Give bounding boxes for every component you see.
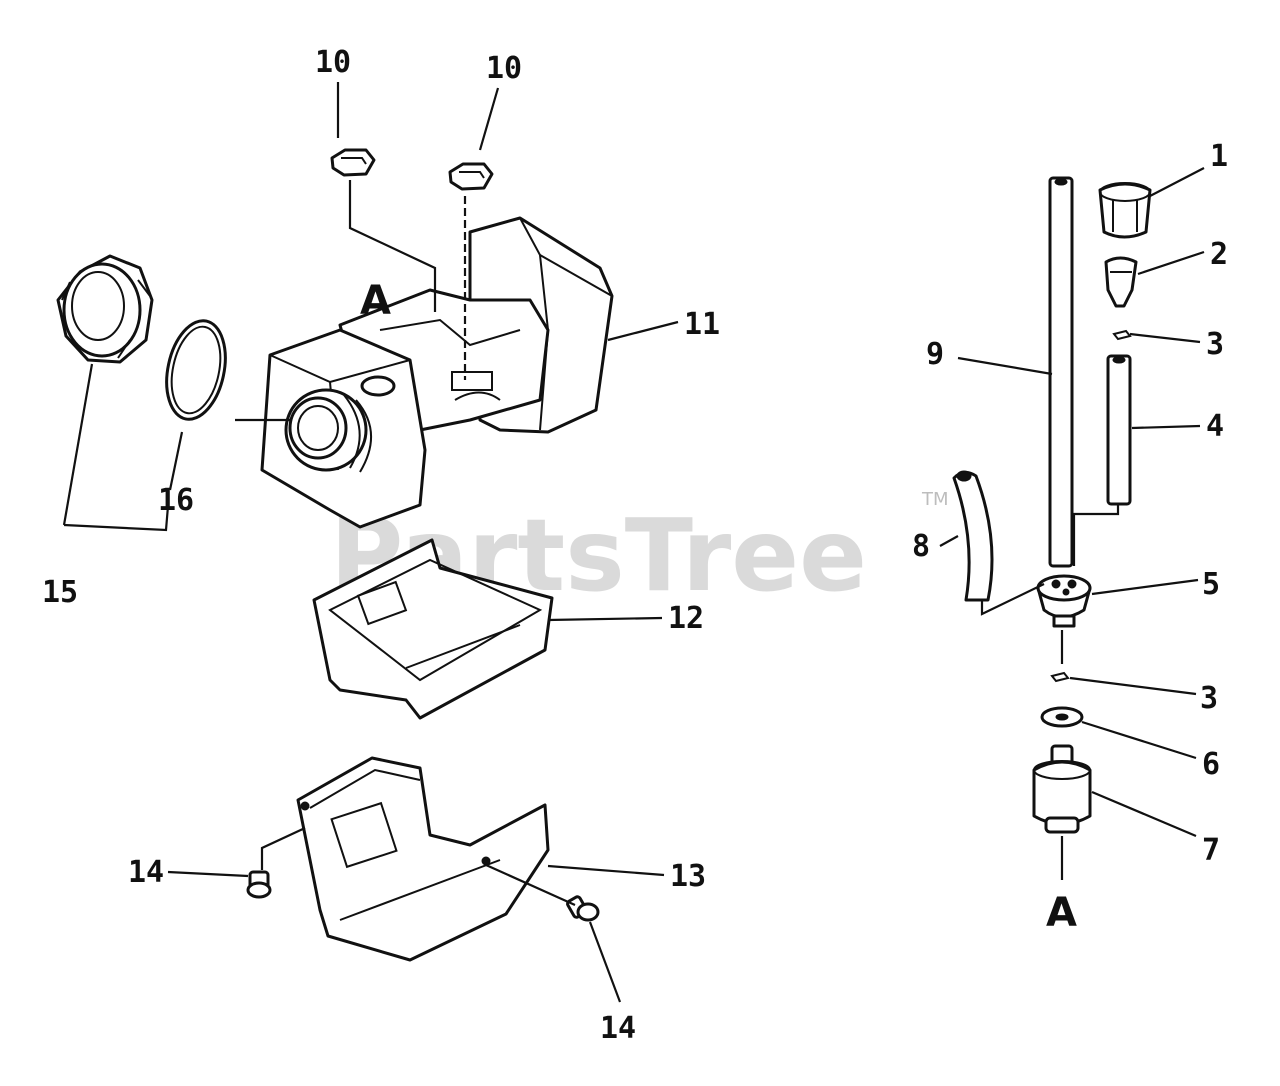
part-16-gasket — [165, 319, 227, 421]
part-12-guard — [312, 538, 554, 720]
part-3-clip-upper — [1112, 329, 1132, 341]
callout-4: 4 — [1206, 409, 1224, 444]
part-14-screw-right — [566, 895, 600, 922]
marker-a-tank: A — [360, 278, 391, 324]
marker-a-filter: A — [1046, 890, 1077, 936]
part-6-washer — [1040, 706, 1084, 728]
callout-7: 7 — [1202, 833, 1220, 868]
part-2-valve — [1104, 256, 1138, 308]
callout-10-right: 10 — [486, 51, 522, 86]
callout-3-lower: 3 — [1200, 681, 1218, 716]
callout-2: 2 — [1210, 237, 1228, 272]
callout-14-left: 14 — [128, 855, 164, 890]
part-7-fuel-filter — [1032, 744, 1092, 834]
part-10-grommet-left — [330, 148, 376, 177]
callout-1: 1 — [1210, 139, 1228, 174]
part-10-grommet-right — [448, 162, 494, 191]
callout-11: 11 — [684, 307, 720, 342]
callout-16: 16 — [158, 483, 194, 518]
part-1-fitting — [1098, 182, 1152, 239]
callout-12: 12 — [668, 601, 704, 636]
watermark-tm: TM — [921, 489, 949, 510]
callout-6: 6 — [1202, 747, 1220, 782]
part-15-fuel-cap — [56, 254, 154, 364]
callout-13: 13 — [670, 859, 706, 894]
callout-3-upper: 3 — [1206, 327, 1224, 362]
part-3-clip-lower — [1050, 671, 1070, 683]
part-9-pickup-tube — [1048, 176, 1074, 568]
callout-15: 15 — [42, 575, 78, 610]
part-14-screw-left — [246, 870, 272, 899]
callout-9: 9 — [926, 337, 944, 372]
part-5-grommet — [1036, 574, 1092, 628]
callout-14-bottom: 14 — [600, 1011, 636, 1046]
callout-8: 8 — [912, 529, 930, 564]
callout-10-left: 10 — [315, 45, 351, 80]
part-8-hose — [952, 470, 994, 602]
part-11-fuel-tank — [260, 216, 614, 529]
part-4-tube — [1106, 354, 1132, 506]
part-13-shield — [296, 756, 550, 962]
leader-lines — [62, 82, 1205, 1003]
callout-5: 5 — [1202, 567, 1220, 602]
